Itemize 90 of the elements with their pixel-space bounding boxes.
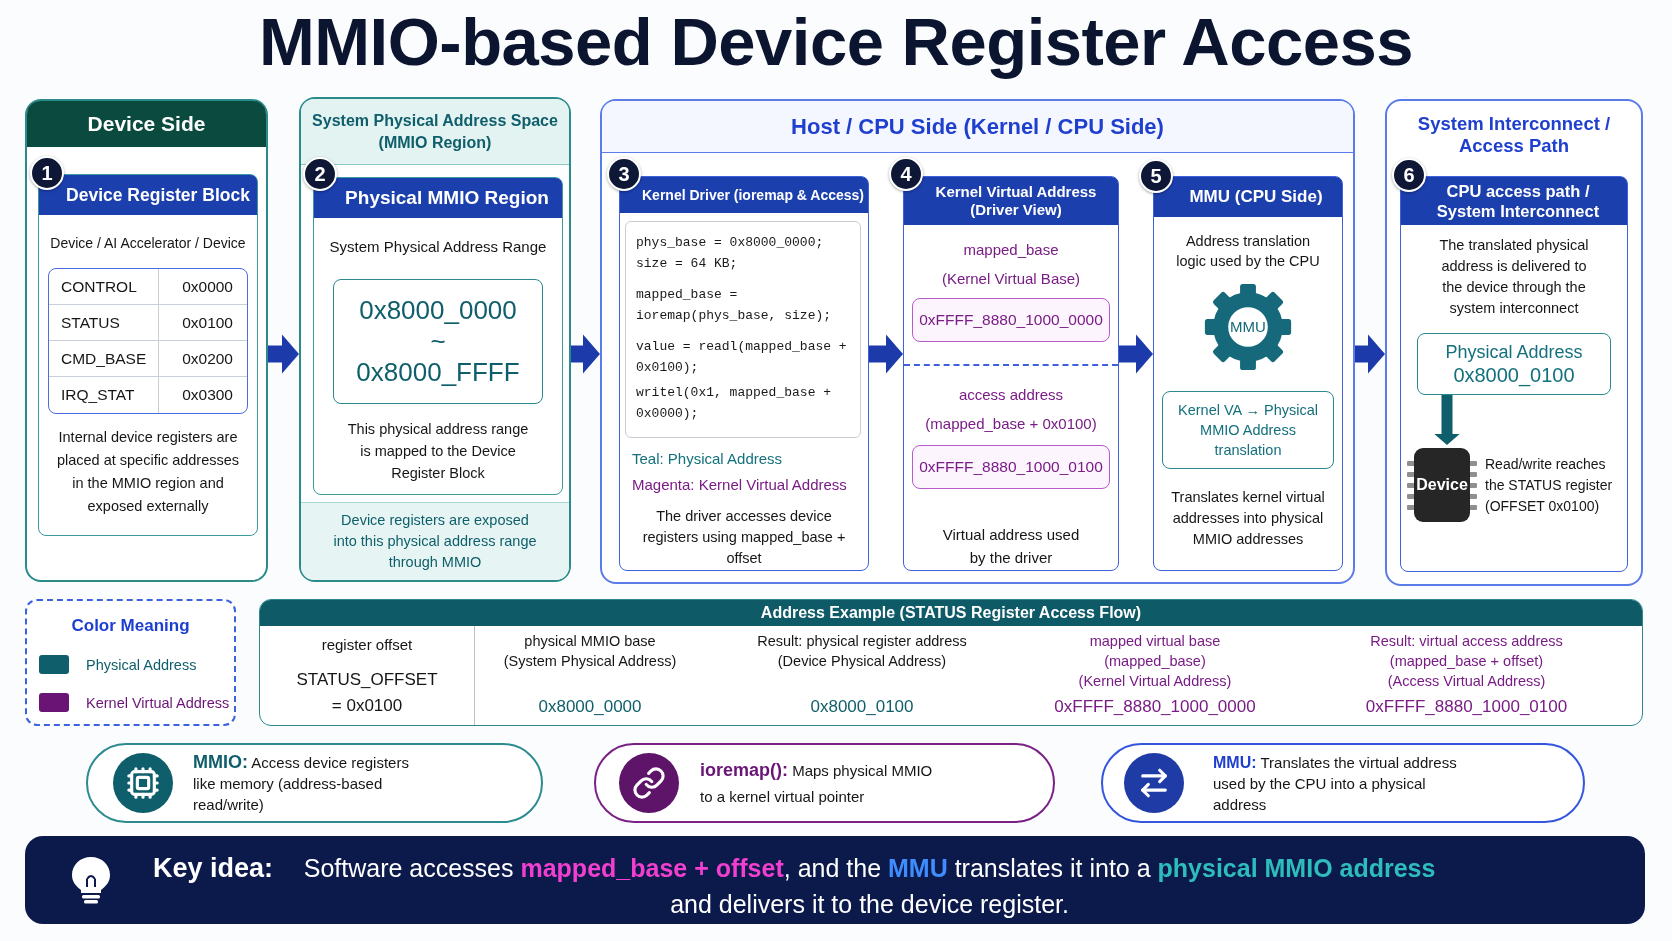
register-table: [48, 268, 248, 414]
description-text: This physical address range is mapped to the Device Register Block: [346, 419, 530, 483]
section-panel: [299, 97, 571, 582]
offset-value: STATUS_OFFSET = 0x0100: [295, 669, 439, 717]
column-heading: register offset: [321, 635, 413, 655]
register-name: STATUS: [49, 305, 159, 341]
definition-text: MMIO: Access device registers like memory (address-based read/write): [193, 751, 410, 815]
key-idea-label: Key idea:: [153, 852, 274, 885]
column-heading: Result: virtual access address: [1370, 632, 1563, 651]
subtitle-text: Device / AI Accelerator / Device: [50, 234, 246, 253]
description-text: Virtual address used by the driver: [941, 525, 1081, 568]
address-value: 0x8000_FFFF: [356, 356, 520, 388]
subtitle-text: System Physical Address Range: [329, 237, 547, 257]
arrow: [1434, 395, 1460, 445]
chip-caption: Read/write reaches the STATUS register (OFFSET 0x0100): [1485, 454, 1614, 516]
variable-name: access address: [958, 385, 1064, 405]
column-heading: (Access Virtual Address): [1387, 672, 1546, 691]
variable-name: mapped_base: [963, 240, 1059, 260]
column-heading: (mapped_base): [1104, 652, 1206, 671]
subtitle-text: Address translation logic used by the CPU: [1175, 232, 1321, 271]
address-range-box: [333, 278, 543, 404]
address-value: 0x8000_0000: [359, 294, 517, 326]
address-box: [912, 298, 1110, 342]
code-line: phys_base = 0x8000_0000;: [636, 234, 825, 252]
key-idea-text: Software accesses mapped_base + offset, and the MMU translates it into a physical MMIO address and delivers it to the device register.: [302, 853, 1437, 920]
register-name: CMD_BASE: [49, 341, 159, 377]
address-caption: (Kernel Virtual Base): [941, 268, 1081, 289]
arrow: [268, 334, 299, 374]
arrow: [1355, 334, 1385, 374]
gear-label: MMU: [1230, 316, 1266, 337]
description-text: The driver accesses device registers using mapped_base + offset: [641, 507, 847, 568]
legend-label: Physical Address: [86, 655, 197, 675]
address-value: 0xFFFF_8880_1000_0100: [1365, 695, 1568, 718]
panel-header: Device Side: [27, 101, 266, 147]
panel-header: Host / CPU Side (Kernel / CPU Side): [602, 101, 1353, 153]
address-value: 0x8000_0000: [538, 695, 642, 718]
column-heading: (Device Physical Address): [777, 652, 947, 671]
code-line: mapped_base = ioremap(phys_base, size);: [636, 286, 833, 325]
arrow: [869, 334, 903, 374]
legend-label: Kernel Virtual Address: [86, 693, 230, 713]
description-text: The translated physical address is delivered to the device through the system interconnect: [1438, 236, 1590, 318]
address-value: 0xFFFF_8880_1000_0000: [1054, 695, 1256, 718]
panel-header: System Physical Address Space (MMIO Region): [301, 99, 569, 165]
address-value: 0x8000_0100: [810, 695, 914, 718]
legend-panel: [25, 599, 236, 726]
color-note: Magenta: Kernel Virtual Address: [632, 474, 847, 495]
section-panel: [1385, 99, 1643, 586]
description-text: Internal device registers are placed at specific addresses in the MMIO region and exposed externally: [55, 428, 241, 516]
virtual-address: 0xFFFF_8880_1000_0000: [919, 310, 1103, 331]
column-heading: Result: physical register address: [757, 632, 967, 651]
section-panel: [25, 99, 268, 582]
legend-title: Color Meaning: [71, 615, 190, 637]
column-heading: mapped virtual base: [1089, 632, 1221, 651]
code-line: value = readl(mapped_base + 0x0100);: [636, 338, 848, 377]
virtual-address: 0xFFFF_8880_1000_0100: [919, 457, 1103, 478]
range-separator: ~: [430, 326, 446, 356]
color-note: Teal: Physical Address: [632, 449, 783, 469]
code-line: writel(0x1, mapped_base + 0x0000);: [636, 384, 833, 423]
address-example-table: [259, 599, 1643, 726]
section-panel: [600, 99, 1355, 584]
chip-label: Device: [1416, 475, 1468, 495]
column-heading: physical MMIO base: [524, 632, 656, 651]
translation-label: Kernel VA → Physical MMIO Address translation: [1177, 401, 1319, 460]
address-box: [912, 445, 1110, 489]
panel-header: System Interconnect / Access Path: [1416, 113, 1612, 157]
code-block: [625, 221, 861, 438]
arrow: [1119, 334, 1153, 374]
panel-footer-note: Device registers are exposed into this physical address range through MMIO: [301, 502, 569, 580]
address-box: [1417, 333, 1611, 395]
arrow: [571, 334, 600, 374]
definition-text: MMU: Translates the virtual address used by the CPU into a physical address: [1213, 752, 1458, 815]
register-offset: 0x0300: [181, 385, 234, 406]
register-offset: 0x0200: [159, 341, 247, 377]
column-heading: (System Physical Address): [503, 652, 677, 671]
translation-box: [1162, 391, 1334, 469]
address-label: Physical Address: [1445, 341, 1583, 363]
diagram-title: MMIO-based Device Register Access: [259, 4, 1413, 80]
code-line: size = 64 KB;: [636, 255, 739, 273]
register-name: IRQ_STAT: [49, 377, 159, 413]
description-text: Translates kernel virtual addresses into physical MMIO addresses: [1170, 488, 1326, 549]
address-caption: (mapped_base + 0x0100): [925, 413, 1097, 434]
column-heading: (Kernel Virtual Address): [1078, 672, 1232, 691]
definition-text: ioremap(): Maps physical MMIO to a kernel virtual pointer: [700, 758, 934, 807]
table-title: Address Example (STATUS Register Access Flow): [260, 600, 1642, 626]
register-name: CONTROL: [49, 269, 159, 305]
key-idea-banner: [25, 836, 1645, 924]
column-heading: (mapped_base + offset): [1389, 652, 1544, 671]
physical-address: 0x8000_0100: [1453, 363, 1575, 387]
register-offset: 0x0000: [159, 269, 247, 305]
register-offset: 0x0100: [159, 305, 247, 341]
